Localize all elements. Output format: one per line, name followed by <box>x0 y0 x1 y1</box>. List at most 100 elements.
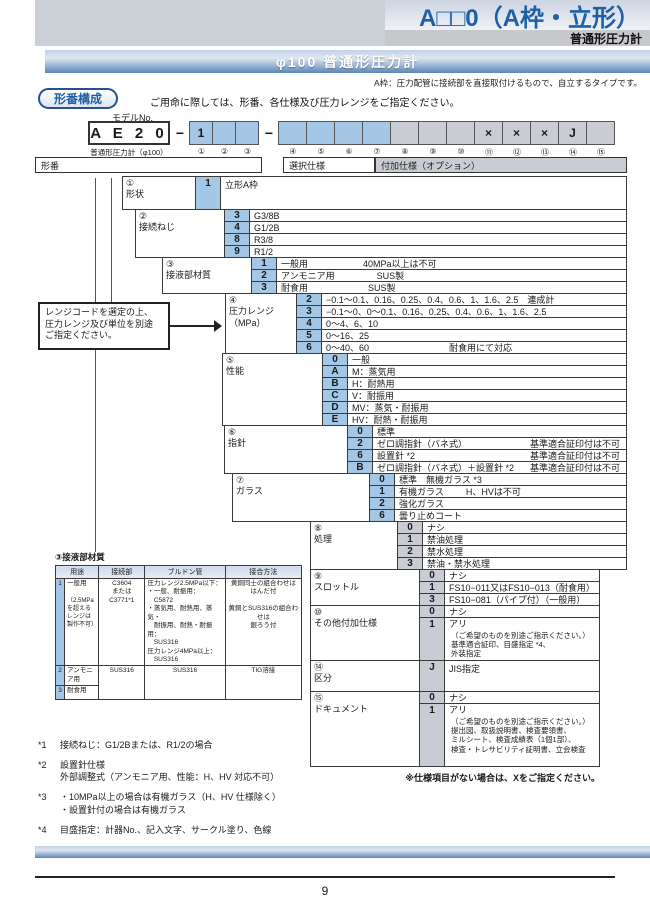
option-code: 1 <box>195 176 221 210</box>
material-usage: 耐食用 <box>64 685 100 701</box>
option-desc-note: SUS製 <box>368 283 396 293</box>
option-code: J <box>419 660 445 692</box>
category-name: 区分 <box>314 673 333 684</box>
option-desc-text: G3/8B <box>254 210 280 221</box>
option-desc-text: 0〜40、60 <box>326 343 370 353</box>
category-name: 圧力レンジ（MPa） <box>229 306 275 328</box>
range-note-arrowhead <box>214 320 222 332</box>
material-join-line: 黄銅とSUS316の組合わせは <box>228 605 299 621</box>
material-join-line: 黄銅同士の組合わせは <box>230 580 296 587</box>
option-desc-text: 一般用 <box>281 259 309 269</box>
model-box-number: ⑦ <box>373 147 381 156</box>
material-bourdon: SUS316 <box>144 665 226 701</box>
group-label-keiban: 形番 <box>35 157 262 173</box>
model-box-number: ⑪ <box>485 148 493 157</box>
material-row-num: 1 <box>54 577 66 667</box>
spec-missing-note: ※仕様項目がない場合は、Xをご指定ください。 <box>405 773 600 783</box>
option-desc-note: H、HVは不可 <box>465 487 521 497</box>
category-number: ⑩ <box>314 607 323 617</box>
footnote-line: 外部調整式（アンモニア用、性能：H、HV 対応不可） <box>60 772 280 783</box>
option-desc: アリ（ご希望のものを別途ご指示ください。）提出図、取扱説明書、検査要領書、ミルシ… <box>445 703 600 767</box>
model-box: J <box>558 121 587 145</box>
material-conn-line: C3604 <box>112 580 132 587</box>
option-row: 2−0.1〜0.1、0.16、0.25、0.4、0.6、1、1.6、2.5 連成… <box>296 293 627 306</box>
category-number: ① <box>126 178 135 188</box>
footnote-lines: 目盛指定：計器No.、記入文字、サークル塗り、色線 <box>60 824 271 836</box>
option-desc-subline: 外装指定 <box>451 649 481 659</box>
option-desc-text: MV：蒸気・耐振用 <box>352 403 429 413</box>
model-box <box>586 121 615 145</box>
option-desc-block: アリ（ご希望のものを別途ご指示ください。）提出図、取扱説明書、検査要領書、ミルシ… <box>449 705 590 754</box>
option-desc-text: 禁油処理 <box>427 535 464 545</box>
option-desc-subline: 検査・トレサビリティ証明書、立会検査 <box>451 744 586 754</box>
option-row: 1 立形A枠 <box>195 176 627 210</box>
model-box-number: ⑬ <box>541 148 549 157</box>
model-box <box>446 121 475 145</box>
model-box-number: ⑥ <box>345 147 353 156</box>
option-desc-text: 禁油・禁水処理 <box>427 559 491 569</box>
model-box <box>334 121 363 145</box>
option-desc-text: 耐食用 <box>281 283 309 293</box>
model-box-number: ④ <box>289 147 297 156</box>
category-number: ② <box>139 211 148 221</box>
category-name: 指針 <box>228 438 247 449</box>
model-separator: − <box>175 125 185 141</box>
material-bourdon-line: SUS316 <box>147 655 179 663</box>
material-bourdon: 圧力レンジ2.5MPa以下：・一般、耐振用： C5872・蒸気用、耐熱用、蒸気・… <box>144 577 226 667</box>
option-desc-text: FS10−011又はFS10−013（耐食用） <box>449 583 595 593</box>
model-box <box>390 121 419 145</box>
model-box-cell: ② <box>212 121 236 156</box>
footnote: *3・10MPa以上の場合は有機ガラス（H、HV 仕様除く）・設置針付の場合は有… <box>38 791 281 815</box>
option-desc-text: R1/2 <box>254 246 274 257</box>
footnote-line: 目盛指定：計器No.、記入文字、サークル塗り、色線 <box>60 824 272 835</box>
category-name: 接続ねじ <box>139 222 176 233</box>
model-box-cell: ⑦ <box>362 121 391 156</box>
option-desc-text: 標準 <box>377 427 396 437</box>
option-desc-text: JIS指定 <box>449 664 481 674</box>
option-desc-text: R3/8 <box>254 234 274 245</box>
option-code: 3 <box>296 305 322 318</box>
material-join: TIG溶接 <box>224 665 303 701</box>
footer-rule <box>35 876 615 878</box>
model-box-cell: ⑩ <box>446 121 475 156</box>
material-bourdon-line: SUS316 <box>147 639 179 647</box>
page-title: A□□0（A枠・立形） <box>418 4 640 32</box>
model-box-number: ③ <box>243 147 252 156</box>
option-desc-right-note: 基準適合証印付は不可 <box>529 463 620 473</box>
option-desc-right-note: 基準適合証印付は不可 <box>529 451 620 461</box>
model-box <box>235 121 259 145</box>
model-box <box>306 121 335 145</box>
material-header: 接続部 <box>98 565 146 579</box>
material-bourdon-line: ・蒸気用、耐熱用、蒸気・ <box>147 605 213 621</box>
product-bar-label: φ100 普通形圧力計 <box>275 53 420 70</box>
material-bourdon-line: 圧力レンジ2.5MPa以下： <box>147 580 222 587</box>
product-bar: φ100 普通形圧力計 <box>45 50 650 73</box>
model-box-number: ① <box>197 147 206 156</box>
footnote-mark: *2 <box>38 760 47 771</box>
option-desc-text: 立形A枠 <box>225 180 259 190</box>
material-bourdon-line: ・一般、耐振用： <box>147 588 200 596</box>
option-desc-block: アリ（ご希望のものを別途ご指示ください。）基準適合証印、目盛指定 *4、外装指定 <box>449 619 590 659</box>
header-left-bar <box>35 0 385 46</box>
